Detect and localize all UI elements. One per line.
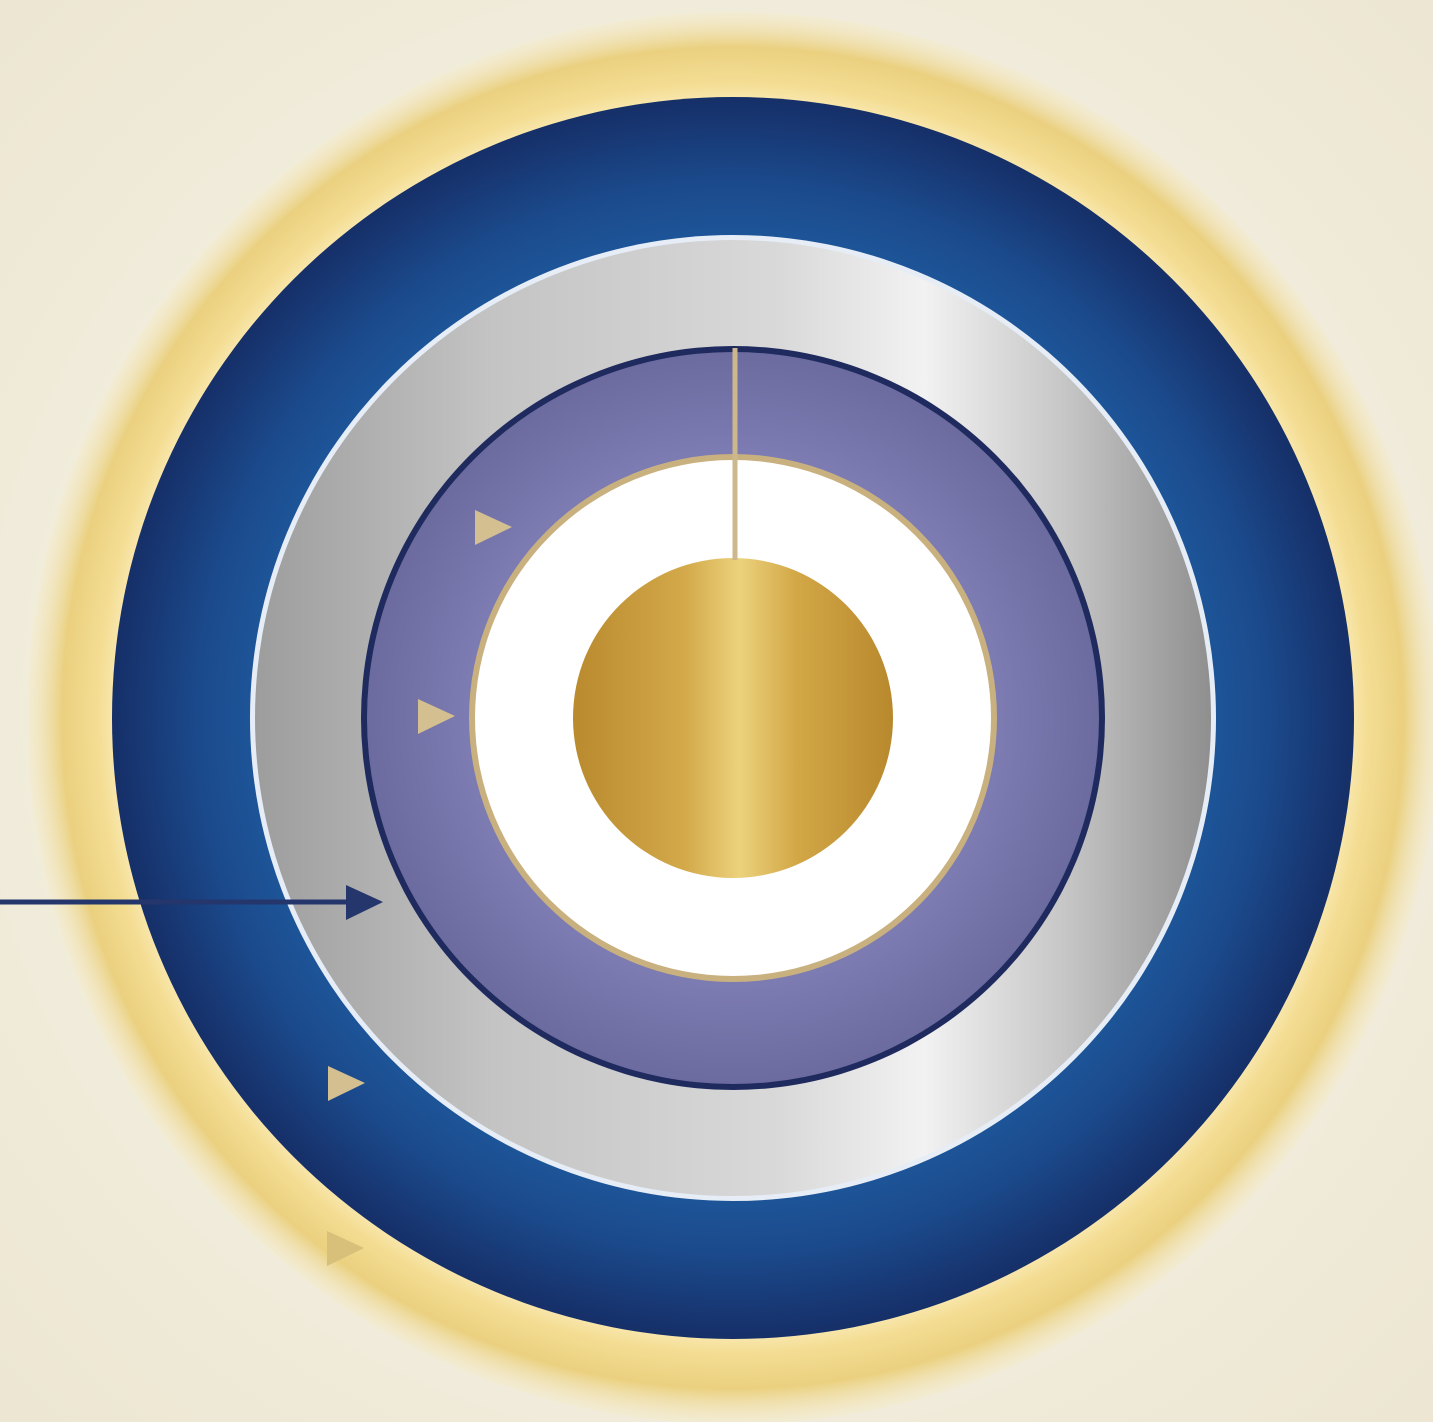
- gold-core: [573, 558, 893, 878]
